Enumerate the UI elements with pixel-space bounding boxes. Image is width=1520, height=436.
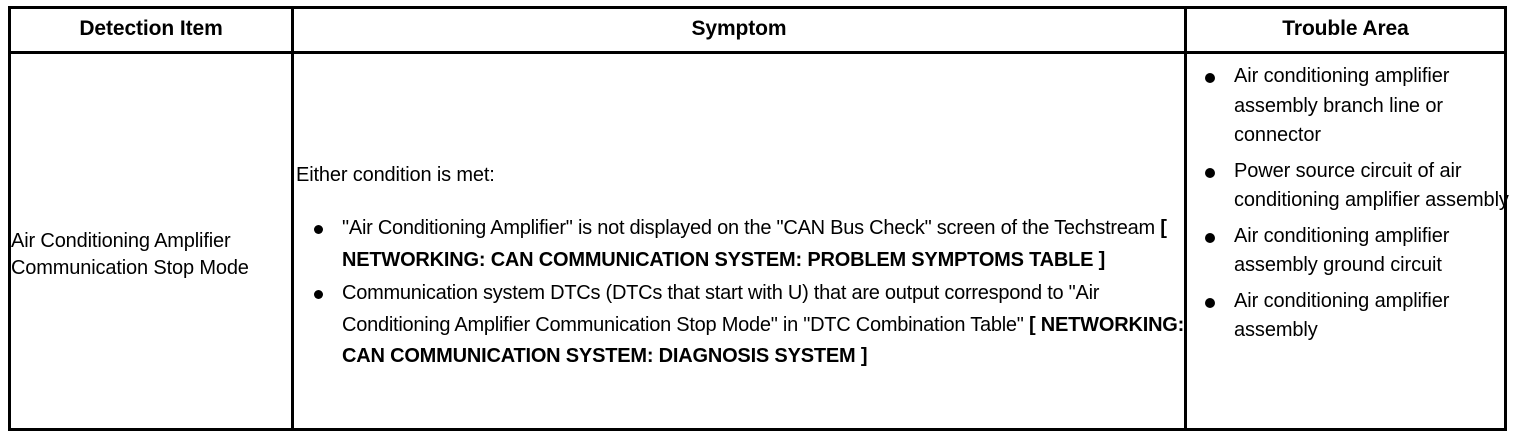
column-header-symptom: Symptom — [291, 6, 1187, 54]
symptom-bullet-list: "Air Conditioning Amplifier" is not disp… — [308, 213, 1198, 373]
trouble-area-item: Power source circuit of air conditioning… — [1195, 157, 1512, 216]
trouble-area-item: Air conditioning amplifier assembly — [1195, 287, 1512, 346]
symptom-bullet-text: "Air Conditioning Amplifier" is not disp… — [342, 217, 1161, 239]
column-header-trouble-area: Trouble Area — [1184, 6, 1507, 54]
bullet-icon — [314, 225, 323, 234]
trouble-area-text: Air conditioning amplifier assembly bran… — [1234, 65, 1450, 146]
trouble-area-bullet-list: Air conditioning amplifier assembly bran… — [1195, 62, 1512, 346]
trouble-area-text: Power source circuit of air conditioning… — [1234, 159, 1509, 212]
symptom-lead-text: Either condition is met: — [296, 164, 495, 186]
trouble-area-item: Air conditioning amplifier assembly grou… — [1195, 222, 1512, 281]
symptom-bullet-item: "Air Conditioning Amplifier" is not disp… — [308, 213, 1198, 276]
table-row: Air Conditioning Amplifier Communication… — [8, 51, 1509, 431]
trouble-area-text: Air conditioning amplifier assembly — [1234, 289, 1450, 342]
trouble-area-text: Air conditioning amplifier assembly grou… — [1234, 224, 1450, 277]
symptom-bullet-reference: [ NETWORKING: CAN COMMUNICATION SYSTEM: … — [342, 313, 1185, 368]
symptom-bullet-item: Communication system DTCs (DTCs that sta… — [308, 278, 1198, 373]
symptom-bullet-text: Communication system DTCs (DTCs that sta… — [342, 282, 1100, 336]
column-header-detection-item: Detection Item — [8, 6, 294, 54]
bullet-icon — [1205, 232, 1215, 243]
trouble-area-item: Air conditioning amplifier assembly bran… — [1195, 62, 1512, 151]
bullet-icon — [1205, 297, 1215, 308]
diagnostic-table: Detection Item Symptom Trouble Area Air … — [8, 6, 1509, 431]
table-header-row: Detection Item Symptom Trouble Area — [8, 6, 1507, 54]
bullet-icon — [1205, 73, 1215, 83]
cell-trouble-area: Air conditioning amplifier assembly bran… — [1184, 51, 1509, 431]
detection-item-text: Air Conditioning Amplifier Communication… — [11, 230, 249, 279]
bullet-icon — [314, 290, 323, 299]
cell-symptom: Either condition is met: "Air Conditioni… — [291, 51, 1187, 431]
cell-detection-item: Air Conditioning Amplifier Communication… — [8, 51, 294, 431]
bullet-icon — [1205, 167, 1215, 178]
symptom-bullet-reference: [ NETWORKING: CAN COMMUNICATION SYSTEM: … — [342, 217, 1167, 271]
